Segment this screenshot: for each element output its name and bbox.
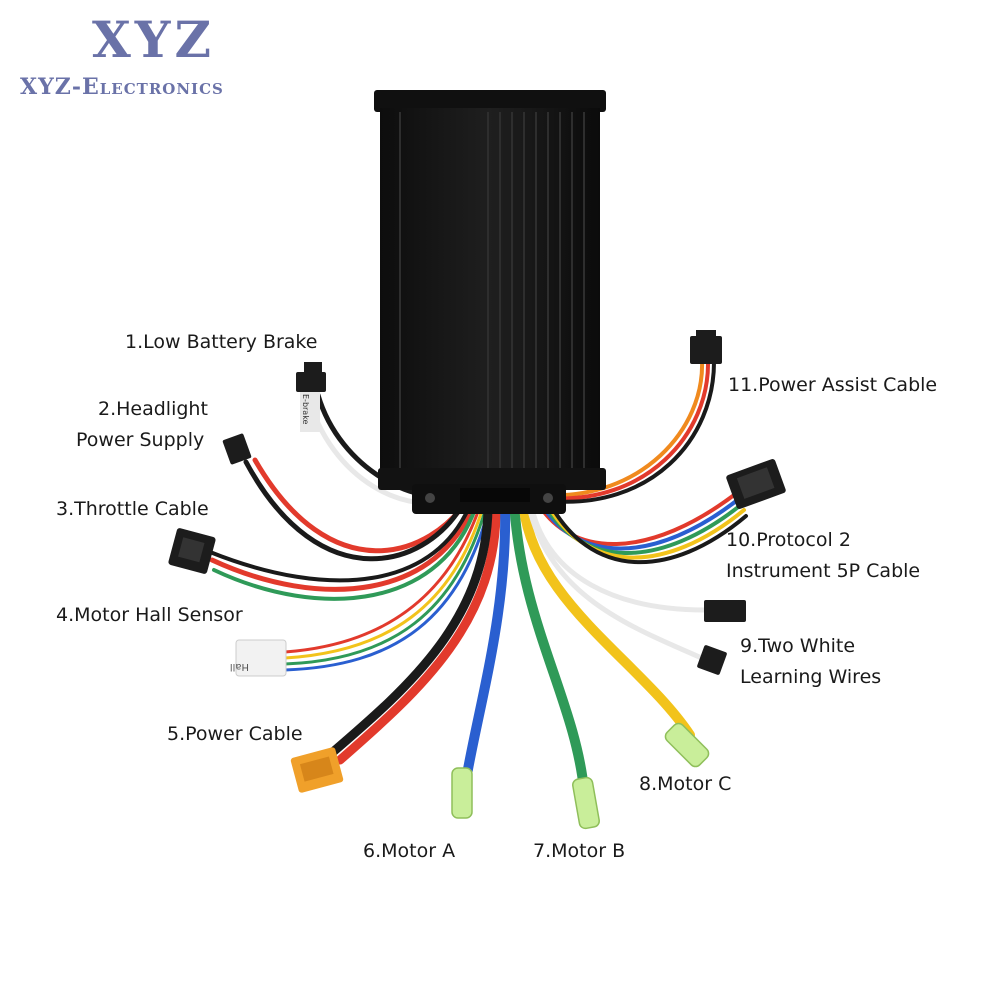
throttle-wire-black	[208, 498, 474, 583]
protocol-5p-connector	[726, 459, 786, 509]
learning-wire-2	[525, 499, 709, 663]
motor-b-terminal	[572, 776, 600, 830]
throttle-wire-green	[212, 498, 480, 601]
label-motor-c: 8.Motor C	[639, 773, 732, 795]
hall-wire-blue	[283, 498, 493, 672]
hall-connector-text: Hall	[230, 661, 249, 672]
assist-wire-black	[547, 358, 717, 504]
power-wire-black	[321, 495, 493, 763]
power-assist-connector	[690, 330, 722, 364]
label-headlight-line1: 2.Headlight	[98, 398, 208, 420]
learning-wire-connector-2	[697, 645, 727, 675]
xt60-power-connector	[290, 747, 344, 793]
assist-wire-orange	[543, 358, 705, 498]
label-protocol-line2: Instrument 5P Cable	[726, 560, 921, 582]
label-learning-wires-line2: Learning Wires	[740, 666, 882, 688]
label-learning-wires-line1: 9.Two White	[740, 635, 856, 657]
label-power-assist-cable: 11.Power Assist Cable	[728, 374, 938, 396]
label-motor-a: 6.Motor A	[363, 840, 456, 862]
motor-c-wire	[518, 495, 695, 740]
label-protocol-line1: 10.Protocol 2	[726, 529, 851, 551]
logo-wordmark: XYZ-Electronics	[20, 74, 224, 100]
label-low-battery-brake: 1.Low Battery Brake	[125, 331, 318, 353]
motor-c-terminal	[664, 722, 710, 768]
controller-housing	[374, 90, 606, 514]
headlight-wire-black	[243, 459, 469, 562]
motor-a-terminal	[451, 767, 473, 819]
learning-wire-connector-1	[704, 600, 746, 622]
protocol-wire-black	[546, 498, 748, 565]
hall-wire-red	[283, 498, 484, 654]
headlight-connector	[222, 433, 252, 465]
motor-a-wire	[461, 495, 511, 785]
power-wire-red	[335, 495, 501, 765]
hall-wire-green	[283, 498, 490, 666]
throttle-wire-red	[209, 497, 478, 592]
label-throttle-cable: 3.Throttle Cable	[56, 498, 209, 520]
logo-mark: XYZ	[92, 10, 215, 69]
low-battery-brake-connector	[296, 362, 326, 432]
label-motor-hall-sensor: 4.Motor Hall Sensor	[56, 604, 243, 626]
brake-connector-text: E-brake	[301, 394, 310, 425]
throttle-connector	[168, 528, 216, 574]
hall-wire-yellow	[283, 498, 487, 660]
assist-wire-red	[545, 358, 711, 501]
wire-harness	[208, 358, 748, 795]
motor-b-wire	[509, 495, 589, 795]
label-power-cable: 5.Power Cable	[167, 723, 303, 745]
learning-wire-1	[527, 497, 708, 613]
hall-sensor-connector	[235, 639, 287, 677]
label-motor-b: 7.Motor B	[533, 840, 626, 862]
label-headlight-line2: Power Supply	[76, 429, 205, 451]
